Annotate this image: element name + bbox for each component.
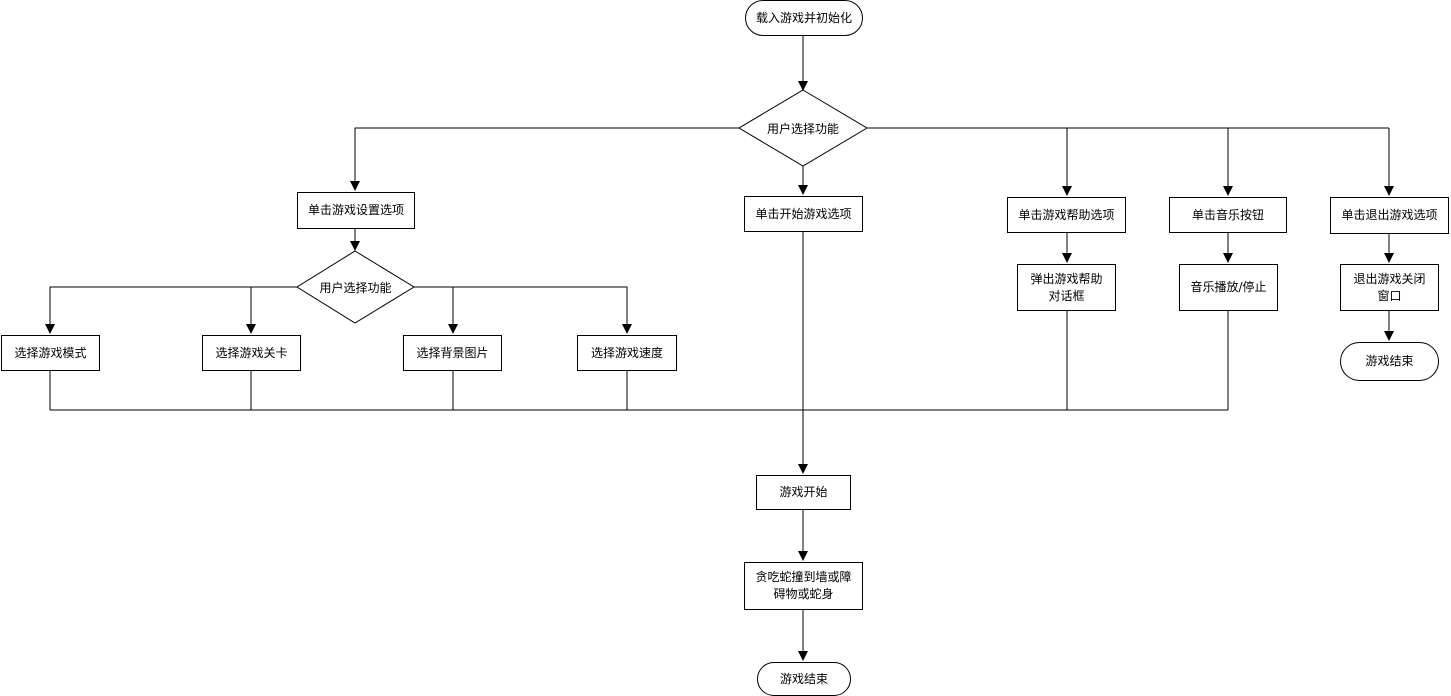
settings-option-label: 单击游戏设置选项: [307, 203, 404, 217]
speed-option-label: 选择游戏速度: [590, 345, 663, 360]
exit-end-label: 游戏结束: [1365, 354, 1414, 368]
music-button-label: 单击音乐按钮: [1191, 207, 1264, 222]
exit-close-line2: 窗口: [1377, 288, 1402, 303]
decision-main-label: 用户选择功能: [766, 121, 839, 136]
exit-close-line1: 退出游戏关闭: [1353, 271, 1426, 286]
collision-line2: 碍物或蛇身: [773, 587, 834, 601]
mode-option-label: 选择游戏模式: [14, 345, 87, 360]
settings-option-box: 单击游戏设置选项: [297, 192, 415, 229]
decision-settings-label: 用户选择功能: [319, 280, 392, 295]
decision-settings-diamond: [296, 250, 415, 324]
level-option-label: 选择游戏关卡: [215, 345, 288, 360]
background-option-box: 选择背景图片: [403, 335, 502, 371]
exit-option-box: 单击退出游戏选项: [1330, 197, 1449, 234]
start-option-box: 单击开始游戏选项: [744, 196, 863, 232]
level-option-box: 选择游戏关卡: [202, 335, 301, 371]
game-end-terminal: 游戏结束: [757, 662, 851, 696]
line-to-speed: [414, 286, 632, 334]
music-toggle-box: 音乐播放/停止: [1179, 264, 1278, 311]
music-toggle-label: 音乐播放/停止: [1190, 280, 1267, 294]
collision-box: 贪吃蛇撞到墙或障 碍物或蛇身: [744, 562, 863, 610]
start-terminal-label: 载入游戏并初始化: [755, 10, 852, 25]
speed-option-box: 选择游戏速度: [577, 335, 677, 371]
mode-option-box: 选择游戏模式: [1, 335, 100, 371]
help-option-label: 单击游戏帮助选项: [1018, 207, 1115, 222]
start-terminal: 载入游戏并初始化: [745, 0, 863, 36]
help-dialog-box: 弹出游戏帮助 对话框: [1017, 264, 1116, 311]
exit-option-label: 单击退出游戏选项: [1341, 208, 1438, 222]
exit-close-box: 退出游戏关闭 窗口: [1340, 264, 1439, 311]
music-button-box: 单击音乐按钮: [1169, 197, 1287, 233]
help-dialog-line1: 弹出游戏帮助: [1030, 271, 1103, 286]
game-end-label: 游戏结束: [779, 671, 828, 686]
start-option-label: 单击开始游戏选项: [755, 206, 852, 221]
background-option-label: 选择背景图片: [416, 345, 489, 360]
game-start-label: 游戏开始: [779, 485, 828, 499]
exit-end-terminal: 游戏结束: [1340, 342, 1439, 381]
collision-line1: 贪吃蛇撞到墙或障: [755, 570, 852, 584]
line-to-mode: [45, 286, 297, 334]
line-decision-to-settings: [350, 127, 739, 191]
decision-main-diamond: [738, 89, 868, 167]
help-dialog-line2: 对话框: [1048, 288, 1085, 303]
help-option-box: 单击游戏帮助选项: [1007, 197, 1126, 233]
game-start-box: 游戏开始: [756, 475, 851, 510]
